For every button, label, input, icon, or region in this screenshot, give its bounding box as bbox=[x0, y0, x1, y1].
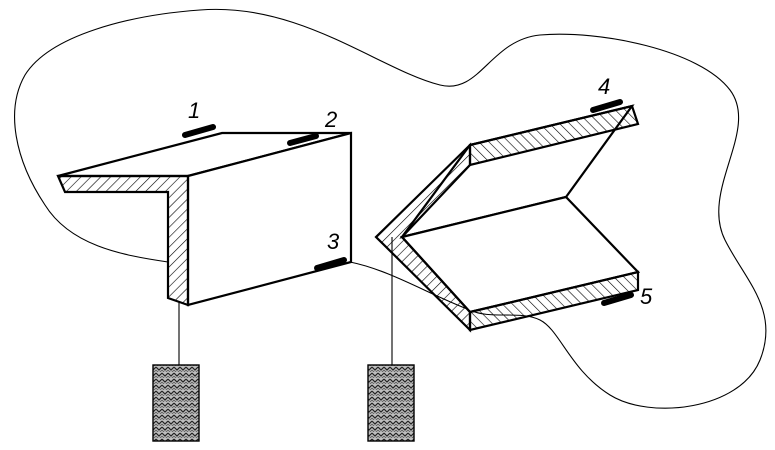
gauge-4: 4 bbox=[590, 74, 623, 113]
gauge-5: 5 bbox=[601, 284, 653, 309]
gauge-4-label: 4 bbox=[598, 74, 610, 99]
gauge-1: 1 bbox=[182, 98, 216, 138]
right-angle-bracket bbox=[374, 104, 641, 333]
left-angle-bracket bbox=[56, 131, 353, 307]
body-outline bbox=[14, 8, 767, 409]
gauge-3: 3 bbox=[314, 229, 347, 271]
gauge-1-label: 1 bbox=[188, 98, 200, 123]
gauge-2: 2 bbox=[287, 107, 337, 146]
left-weight bbox=[152, 364, 200, 442]
gauge-2-label: 2 bbox=[324, 107, 337, 132]
gauge-5-label: 5 bbox=[640, 284, 653, 309]
right-weight bbox=[367, 364, 415, 442]
gauge-3-label: 3 bbox=[327, 229, 340, 254]
